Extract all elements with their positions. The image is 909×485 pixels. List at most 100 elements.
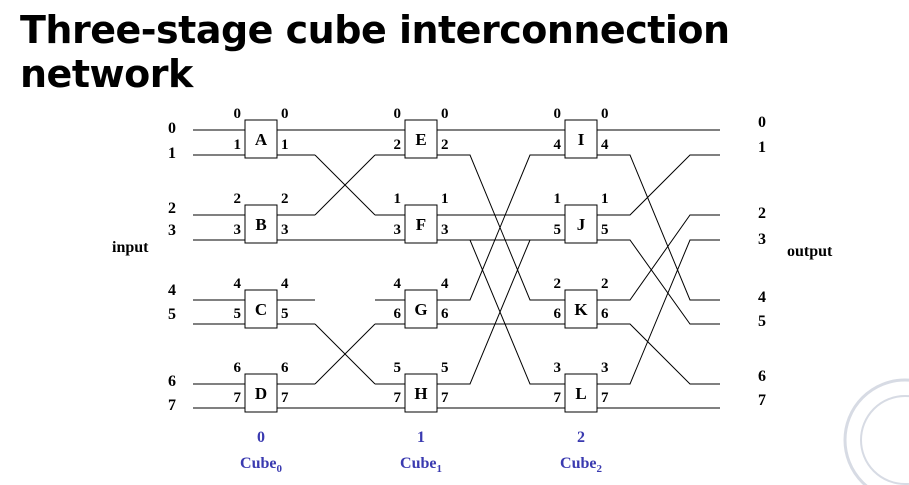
- stage-name-sub: 0: [276, 463, 282, 475]
- port-out-lower: 5: [281, 306, 289, 322]
- input-port-7: 7: [168, 397, 176, 414]
- wire-K6-out6: [597, 323, 720, 385]
- input-port-1: 1: [168, 145, 176, 162]
- stage-number: 1: [417, 429, 425, 446]
- port-out-upper: 1: [601, 191, 609, 207]
- port-in-lower: 2: [394, 137, 402, 153]
- switch-box-rect: [404, 289, 438, 329]
- input-port-6: 6: [168, 373, 176, 390]
- input-port-0: 0: [168, 120, 176, 137]
- slide-title: Three-stage cube interconnection network: [20, 8, 730, 96]
- switch-box-name: L: [575, 384, 586, 403]
- port-out-upper: 6: [281, 360, 289, 376]
- output-port-4: 4: [758, 289, 766, 306]
- port-in-lower: 7: [234, 390, 242, 406]
- wire-G4-I4: [437, 154, 565, 301]
- switch-box-rect: [244, 204, 278, 244]
- output-port-1: 1: [758, 139, 766, 156]
- stage-number: 0: [257, 429, 265, 446]
- switch-box-rect: [244, 289, 278, 329]
- stage-name-main: Cube: [560, 455, 596, 472]
- output-port-0: 0: [758, 114, 766, 131]
- switch-box-name: A: [255, 130, 268, 149]
- wire-D6-G6: [314, 323, 376, 385]
- switch-box-rect: [564, 204, 598, 244]
- output-port-6: 6: [758, 368, 766, 385]
- port-out-upper: 0: [281, 106, 289, 122]
- port-out-lower: 3: [281, 222, 289, 238]
- switch-box-rect: [564, 373, 598, 413]
- wire-I4-out4: [597, 154, 720, 301]
- port-out-upper: 5: [441, 360, 449, 376]
- wire-J1-out1: [597, 154, 720, 216]
- port-in-upper: 4: [394, 276, 402, 292]
- port-in-lower: 6: [394, 306, 402, 322]
- port-in-lower: 6: [554, 306, 562, 322]
- port-out-lower: 4: [601, 137, 609, 153]
- input-port-3: 3: [168, 222, 176, 239]
- output-label: output: [787, 243, 833, 260]
- stage-name: Cube0: [240, 455, 282, 475]
- port-in-upper: 3: [554, 360, 562, 376]
- switch-box-rect: [564, 289, 598, 329]
- port-in-upper: 2: [234, 191, 242, 207]
- switch-box-name: G: [414, 300, 427, 319]
- stage-name: Cube2: [560, 455, 602, 475]
- network-wires: [193, 129, 720, 409]
- stage-number: 2: [577, 429, 585, 446]
- output-port-2: 2: [758, 205, 766, 222]
- switch-box-rect: [404, 373, 438, 413]
- wire-K2-out2: [597, 214, 720, 301]
- port-out-lower: 5: [601, 222, 609, 238]
- port-in-lower: 7: [554, 390, 562, 406]
- port-in-lower: 3: [234, 222, 242, 238]
- port-out-lower: 1: [281, 137, 289, 153]
- wire-L3-out3: [597, 239, 720, 385]
- switch-box-rect: [244, 119, 278, 159]
- output-port-7: 7: [758, 392, 766, 409]
- switch-boxes: A0101B2323C4545D6767E0202F1313G4646H5757…: [234, 106, 609, 413]
- port-in-lower: 3: [394, 222, 402, 238]
- port-in-upper: 0: [554, 106, 562, 122]
- port-in-upper: 1: [394, 191, 402, 207]
- input-port-5: 5: [168, 306, 176, 323]
- port-out-upper: 2: [281, 191, 289, 207]
- wire-H7-J5: [437, 239, 565, 385]
- port-in-upper: 4: [234, 276, 242, 292]
- port-out-lower: 2: [441, 137, 449, 153]
- port-in-upper: 6: [234, 360, 242, 376]
- stage-name-sub: 2: [596, 463, 602, 475]
- input-port-4: 4: [168, 282, 176, 299]
- switch-box-name: D: [255, 384, 267, 403]
- switch-box-name: K: [574, 300, 588, 319]
- stage-name-main: Cube: [400, 455, 436, 472]
- port-out-lower: 3: [441, 222, 449, 238]
- port-out-upper: 4: [441, 276, 449, 292]
- port-in-upper: 0: [394, 106, 402, 122]
- switch-box-name: F: [416, 215, 426, 234]
- stage-name-main: Cube: [240, 455, 276, 472]
- switch-box-name: E: [415, 130, 426, 149]
- input-label: input: [112, 239, 149, 256]
- wire-E2-K2: [437, 154, 565, 301]
- switch-box-name: C: [255, 300, 267, 319]
- port-out-lower: 7: [601, 390, 609, 406]
- wire-J5-out5: [597, 239, 720, 325]
- output-port-3: 3: [758, 231, 766, 248]
- port-in-lower: 7: [394, 390, 402, 406]
- input-port-2: 2: [168, 200, 176, 217]
- port-out-upper: 0: [601, 106, 609, 122]
- switch-box-name: J: [577, 215, 586, 234]
